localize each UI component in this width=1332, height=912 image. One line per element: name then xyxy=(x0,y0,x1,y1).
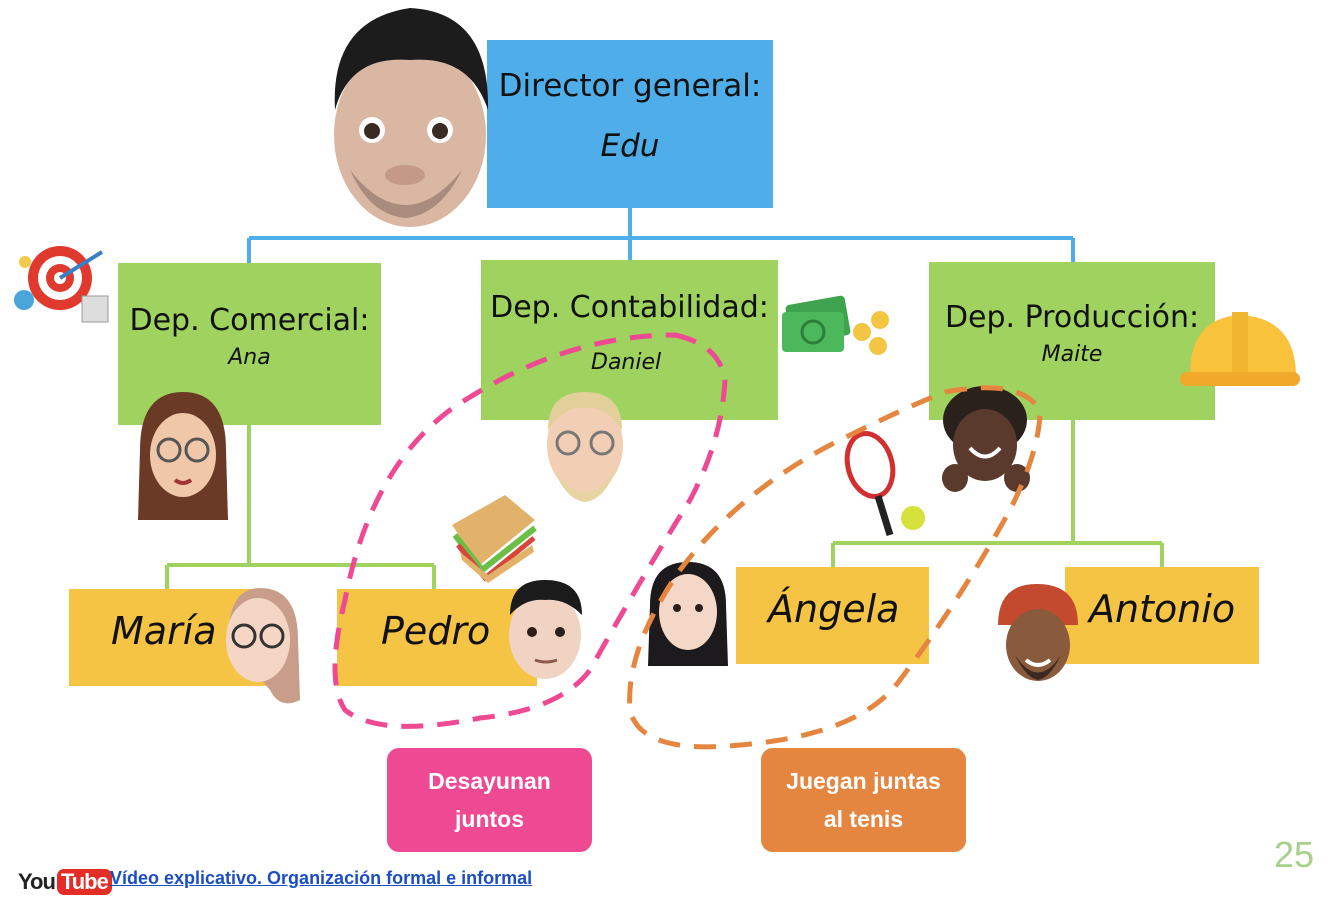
memoji-daniel-icon xyxy=(547,392,623,502)
youtube-tube-text: Tube xyxy=(56,869,112,895)
desayunan-label-text: Desayunan juntos xyxy=(428,768,551,832)
desayunan-group-outline xyxy=(332,332,728,729)
employee-angela-box: Ángela xyxy=(736,567,929,664)
youtube-you-text: You xyxy=(18,869,56,894)
memoji-angela-icon xyxy=(648,562,728,666)
memoji-maria-icon xyxy=(226,588,300,704)
juegan-group-outline xyxy=(627,385,1043,750)
juegan-label-text: Juegan juntas al tenis xyxy=(786,768,941,832)
sandwich-icon xyxy=(452,495,537,583)
hard-hat-icon xyxy=(1180,312,1300,386)
director-box: Director general: Edu xyxy=(487,40,773,208)
tennis-racket-icon xyxy=(844,431,925,537)
dept-produccion-title: Dep. Producción: xyxy=(944,300,1200,335)
memoji-edu-icon xyxy=(334,8,489,227)
target-icon xyxy=(14,246,109,323)
memoji-maite-icon xyxy=(942,386,1030,492)
dept-contabilidad-title: Dep. Contabilidad: xyxy=(490,290,769,325)
dept-contabilidad-box: Dep. Contabilidad: Daniel xyxy=(481,260,778,420)
memoji-ana-icon xyxy=(138,392,228,520)
money-icon xyxy=(782,295,889,355)
dept-comercial-head: Ana xyxy=(228,345,271,370)
page-number: 25 xyxy=(1273,834,1314,875)
director-title: Director general: xyxy=(498,68,762,104)
dept-produccion-head: Maite xyxy=(1041,342,1103,367)
youtube-logo-icon[interactable]: You Tube xyxy=(18,866,112,898)
employee-pedro-box: Pedro xyxy=(337,589,537,686)
juegan-label: Juegan juntas al tenis xyxy=(761,748,966,852)
dept-comercial-title: Dep. Comercial: xyxy=(129,303,370,338)
employee-maria-name: María xyxy=(111,609,217,653)
memoji-antonio-icon xyxy=(998,584,1078,681)
employee-pedro-name: Pedro xyxy=(381,609,491,653)
dept-contabilidad-head: Daniel xyxy=(591,350,662,375)
memoji-pedro-icon xyxy=(509,580,582,679)
employee-antonio-name: Antonio xyxy=(1089,587,1236,631)
employee-antonio-box: Antonio xyxy=(1065,567,1259,664)
desayunan-label: Desayunan juntos xyxy=(387,748,592,852)
employee-angela-name: Ángela xyxy=(768,587,900,631)
video-link[interactable]: Vídeo explicativo. Organización formal e… xyxy=(110,868,533,888)
director-name: Edu xyxy=(600,128,660,164)
